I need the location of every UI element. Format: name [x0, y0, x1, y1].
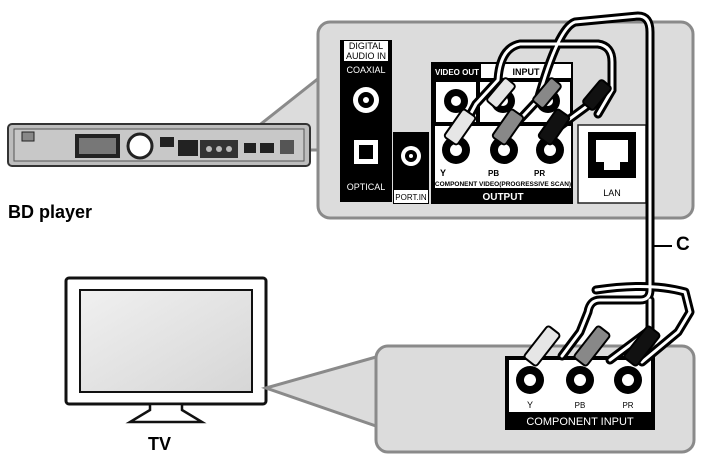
optical-label: OPTICAL [347, 182, 386, 192]
tv-jack-label-y: Y [527, 400, 533, 410]
input-label: INPUT [513, 67, 541, 77]
tv-jack-label-pb: PB [575, 401, 586, 410]
player-jack-label-pr: PR [534, 169, 545, 178]
digital-label-line1: DIGITAL [349, 41, 383, 51]
component-video-caption: COMPONENT VIDEO(PROGRESSIVE SCAN) [435, 181, 571, 188]
digital-label-line2: AUDIO IN [346, 51, 386, 61]
tv-plug-y [523, 325, 561, 367]
player-plug-y [443, 108, 477, 146]
tv-callout [260, 355, 378, 429]
player-plug-pb [491, 108, 525, 146]
player-plug-pr [537, 108, 571, 146]
tv [64, 276, 268, 424]
tv-jack-label-pr: PR [622, 401, 633, 410]
output-label: OUTPUT [482, 192, 523, 203]
video-out-label: VIDEO OUT [435, 68, 479, 77]
tv-plug-pb [573, 325, 611, 367]
bd-player-label: BD player [8, 202, 93, 222]
coaxial-label: COAXIAL [346, 65, 385, 75]
player-jack-label-y: Y [440, 168, 446, 178]
component-input-label: COMPONENT INPUT [526, 416, 634, 428]
lan-label: LAN [603, 188, 621, 198]
cable-c-label: C [676, 234, 690, 255]
tv-label: TV [148, 434, 172, 454]
player-jack-label-pb: PB [488, 169, 499, 178]
port-in-label: PORT.IN [395, 193, 427, 202]
digital-audio-in-block [340, 40, 392, 202]
bd-player [7, 123, 311, 167]
input-plugs [486, 77, 612, 111]
tv-plug-pr [623, 325, 661, 367]
